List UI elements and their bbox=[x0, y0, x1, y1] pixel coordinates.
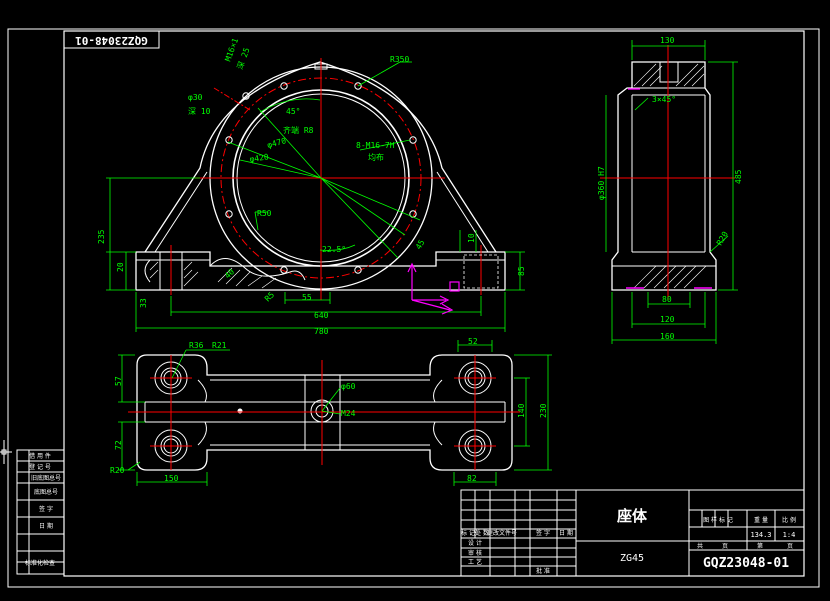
dim-r21: R21 bbox=[212, 341, 227, 350]
dim-d52: 52 bbox=[468, 337, 478, 346]
dim-r350: R350 bbox=[390, 55, 409, 64]
dim-angle225: 22.5° bbox=[322, 245, 346, 254]
dim-r36: R36 bbox=[189, 341, 204, 350]
title-number: GQZ23048-01 bbox=[703, 556, 789, 571]
svg-text:旧底图总号: 旧底图总号 bbox=[31, 474, 61, 482]
dim-holes: 8-M16-7H bbox=[356, 141, 395, 150]
outer-frame bbox=[7, 28, 820, 588]
dim-dia360: φ360 H7 bbox=[597, 166, 606, 200]
ucs-icon bbox=[407, 262, 460, 315]
crosshair-marker bbox=[0, 440, 12, 464]
left-strip-labels: 借 用 件 登 记 号 旧底图总号 底图总号 签 字 日 期 标准化检查 bbox=[25, 452, 61, 567]
svg-text:第: 第 bbox=[757, 542, 763, 550]
dim-s3: 33 bbox=[139, 298, 148, 308]
material: ZG45 bbox=[620, 553, 644, 564]
scale: 1:4 bbox=[783, 531, 796, 539]
title-block-texts: 座体 ZG45 GQZ23048-01 134.3 1:4 标 记 处 数 更改… bbox=[461, 507, 796, 575]
dim-d45b: 45 bbox=[414, 238, 427, 251]
dim-d230: 230 bbox=[539, 403, 548, 418]
part-name: 座体 bbox=[616, 507, 648, 525]
svg-text:登 记 号: 登 记 号 bbox=[29, 463, 51, 471]
dim-d57: 57 bbox=[114, 376, 123, 386]
svg-text:日 期: 日 期 bbox=[559, 529, 573, 537]
dim-chamfer: 3×45° bbox=[652, 95, 676, 104]
svg-text:批 准: 批 准 bbox=[536, 567, 550, 575]
dim-d485: 485 bbox=[734, 169, 743, 184]
weight: 134.3 bbox=[750, 531, 771, 539]
svg-text:借 用 件: 借 用 件 bbox=[29, 452, 51, 460]
dim-r8: 齐端 R8 bbox=[283, 125, 314, 135]
svg-text:签 字: 签 字 bbox=[39, 505, 53, 513]
drawing-number-text: GQZ23048-01 bbox=[75, 34, 148, 47]
svg-text:审 核: 审 核 bbox=[468, 549, 482, 557]
dim-r50: R50 bbox=[257, 209, 272, 218]
dim-d235: 235 bbox=[97, 229, 106, 244]
dim-d130: 130 bbox=[660, 36, 675, 45]
svg-text:比 例: 比 例 bbox=[782, 516, 796, 524]
svg-text:签 字: 签 字 bbox=[536, 529, 550, 537]
dim-d150: 150 bbox=[164, 474, 179, 483]
dim-dia30: φ30 bbox=[188, 93, 203, 102]
dim-d85: 85 bbox=[517, 266, 526, 276]
svg-text:共: 共 bbox=[697, 542, 703, 550]
dim-d640: 640 bbox=[314, 311, 329, 320]
dim-d55: 55 bbox=[302, 293, 312, 302]
svg-text:日 期: 日 期 bbox=[39, 522, 53, 530]
dim-d72: 72 bbox=[114, 440, 123, 450]
inner-frame bbox=[63, 30, 805, 577]
dim-deep10: 深 10 bbox=[188, 107, 211, 116]
svg-text:设 计: 设 计 bbox=[468, 539, 482, 547]
drawing-number-box: GQZ23048-01 bbox=[63, 30, 160, 49]
dim-angle45: 45° bbox=[286, 107, 300, 116]
dim-m24: M24 bbox=[341, 409, 356, 418]
svg-text:标 记: 标 记 bbox=[461, 529, 475, 537]
dim-d160: 160 bbox=[660, 332, 675, 341]
dim-d10: 10 bbox=[467, 233, 476, 243]
dim-d140: 140 bbox=[517, 403, 526, 418]
dim-d82: 82 bbox=[467, 474, 477, 483]
svg-text:更改文件号: 更改文件号 bbox=[487, 529, 517, 537]
svg-text:标准化检查: 标准化检查 bbox=[25, 559, 55, 567]
svg-text:图 样 标 记: 图 样 标 记 bbox=[703, 516, 733, 524]
dim-d780: 780 bbox=[314, 327, 329, 336]
svg-text:处 数: 处 数 bbox=[475, 529, 489, 537]
svg-text:页: 页 bbox=[722, 543, 728, 550]
svg-text:重 量: 重 量 bbox=[754, 516, 768, 524]
svg-text:底图总号: 底图总号 bbox=[34, 488, 58, 496]
front-view: M16×1 深 25 φ30 深 10 R350 45° 齐端 R8 φ470 … bbox=[97, 37, 526, 336]
dim-d120: 120 bbox=[660, 315, 675, 324]
top-view: R36 R21 52 57 φ60 M24 140 230 72 R20 150… bbox=[110, 337, 552, 486]
dim-evenly: 均布 bbox=[368, 152, 384, 162]
dim-d80: 80 bbox=[662, 295, 672, 304]
dim-r20-top: R20 bbox=[110, 466, 125, 475]
side-view: 130 3×45° φ360 H7 485 R20 80 120 160 bbox=[597, 36, 743, 344]
dim-d20: 20 bbox=[116, 262, 125, 272]
title-block bbox=[460, 489, 805, 577]
svg-text:页: 页 bbox=[787, 543, 793, 550]
dim-dia420: φ420 bbox=[249, 152, 270, 164]
left-revision-strip bbox=[16, 449, 65, 575]
svg-text:工 艺: 工 艺 bbox=[468, 558, 482, 566]
dim-dia60: φ60 bbox=[341, 382, 356, 391]
